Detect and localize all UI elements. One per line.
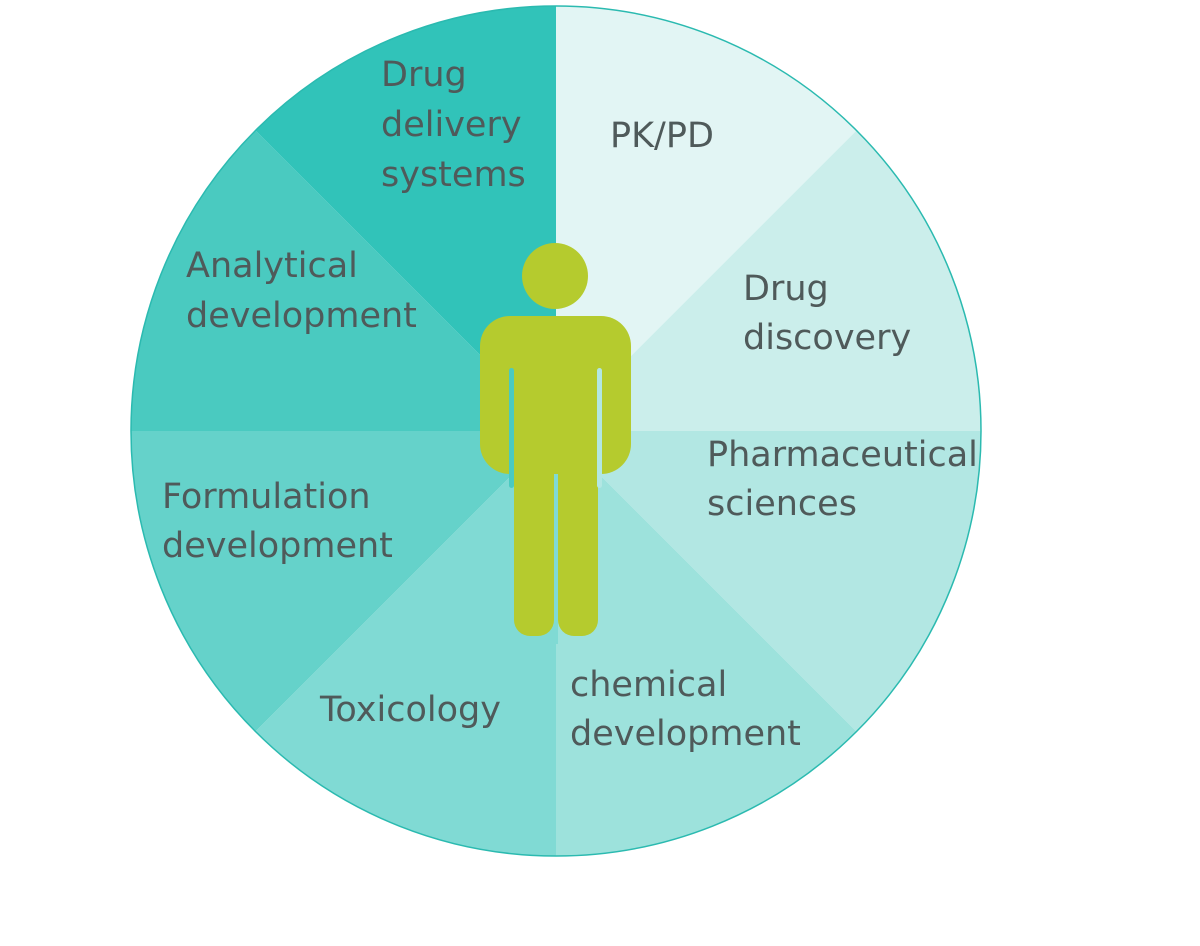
person-right-leg — [558, 420, 598, 636]
label-formulation-development: Formulation development — [162, 477, 393, 566]
segment-chemical-development — [556, 431, 857, 856]
segment-drug-delivery-systems — [255, 6, 557, 431]
person-head — [522, 243, 588, 309]
label-pkpd: PK/PD — [610, 116, 714, 156]
segment-analytical-development — [131, 130, 556, 432]
person-torso — [480, 316, 631, 474]
person-outline-gaps — [509, 368, 602, 644]
label-pharmaceutical-sciences: Pharmaceutical sciences — [707, 435, 989, 524]
label-drug-discovery: Drug discovery — [743, 269, 911, 358]
segment-drug-discovery — [556, 130, 981, 432]
person-icon — [480, 243, 631, 636]
segment-formulation-development — [131, 431, 556, 732]
person-leg-gap — [554, 474, 558, 644]
label-chemical-development: chemical development — [570, 665, 801, 754]
segment-pkpd — [556, 6, 857, 431]
wheel-segments — [131, 6, 981, 856]
person-left-arm-gap — [509, 368, 514, 488]
segment-pharmaceutical-sciences — [556, 431, 981, 732]
label-drug-delivery-systems: Drug delivery systems — [381, 55, 533, 195]
label-toxicology: Toxicology — [319, 690, 501, 730]
wheel-rim — [130, 5, 982, 857]
person-right-arm-gap — [597, 368, 602, 488]
label-analytical-development: Analytical development — [186, 246, 417, 336]
segment-labels: PK/PD Drug discovery Pharmaceutical scie… — [162, 55, 989, 754]
person-left-leg — [514, 420, 554, 636]
segment-toxicology — [255, 431, 557, 856]
